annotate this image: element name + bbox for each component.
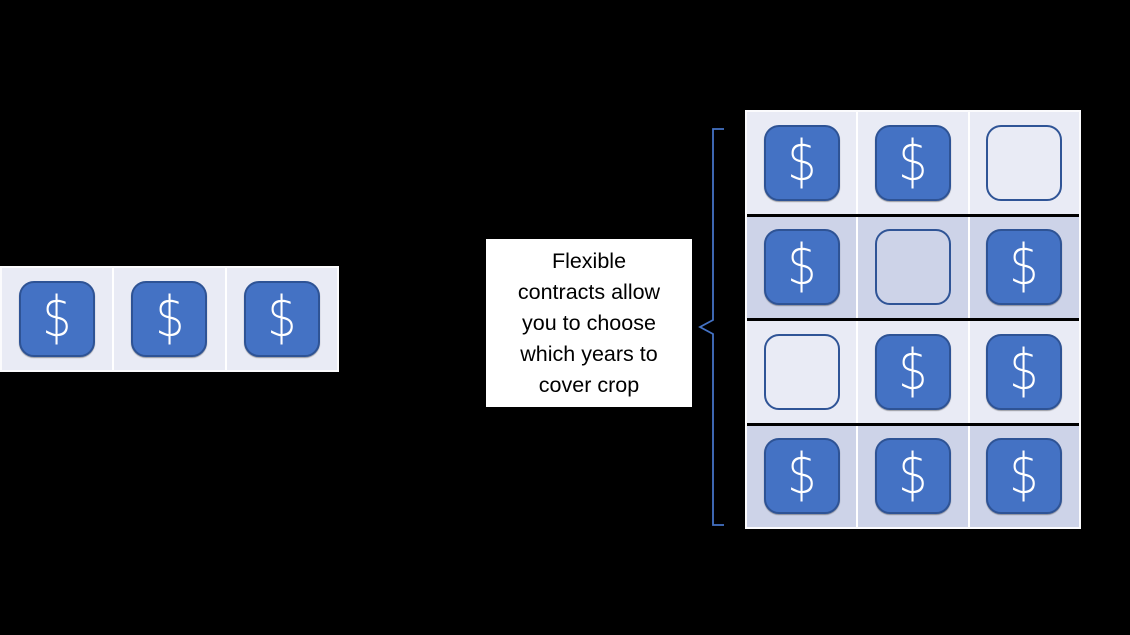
empty-square-icon	[874, 229, 951, 306]
year-cell: $	[227, 268, 337, 370]
year-cell: $	[858, 425, 970, 527]
dollar-square-icon: $	[243, 281, 320, 357]
year-cell	[747, 321, 859, 423]
callout-text: Flexible contracts allow you to choose whic…	[518, 246, 660, 401]
callout-line: contracts allow	[517, 279, 661, 304]
empty-square-icon	[986, 124, 1063, 201]
callout-line: you to choose	[522, 310, 656, 335]
dollar-square-icon: $	[763, 229, 840, 306]
grid-row: $ $ $	[747, 422, 1079, 528]
dollar-sign: $	[267, 285, 297, 350]
dollar-sign: $	[898, 128, 928, 194]
dollar-sign: $	[154, 285, 185, 350]
dollar-square-icon: $	[874, 333, 951, 410]
year-cell: $	[747, 112, 859, 214]
year-cell	[858, 216, 970, 318]
grid-row: $$	[747, 112, 1079, 214]
dollar-sign: $	[787, 442, 817, 508]
callout-line: Flexible	[551, 248, 627, 273]
dollar-sign: $	[1009, 442, 1039, 508]
dollar-square-icon: $	[874, 438, 951, 515]
year-cell: $	[970, 217, 1079, 319]
year-cell	[970, 112, 1079, 214]
dollar-sign: $	[898, 337, 928, 403]
dollar-sign: $	[787, 128, 817, 194]
empty-square-icon	[763, 333, 840, 410]
year-cell: $	[747, 216, 859, 318]
dollar-sign: $	[1009, 337, 1039, 403]
year-cell: $	[747, 425, 859, 527]
year-cell: $	[970, 321, 1079, 423]
callout-box: Flexible contracts allow you to choose whic…	[486, 239, 692, 407]
dollar-square-icon: $	[131, 281, 208, 357]
dollar-sign: $	[787, 233, 817, 299]
callout-line: which years to	[520, 341, 658, 366]
dollar-sign: $	[1009, 233, 1039, 299]
dollar-square-icon: $	[763, 438, 840, 515]
dollar-sign: $	[42, 285, 72, 350]
grid-row: $$	[747, 213, 1079, 319]
year-cell: $	[114, 268, 227, 370]
dollar-sign: $	[898, 442, 928, 508]
dollar-square-icon: $	[986, 438, 1063, 515]
year-cell: $	[970, 426, 1079, 528]
dollar-square-icon: $	[986, 229, 1063, 306]
dollar-square-icon: $	[763, 124, 840, 201]
year-cell: $	[858, 321, 970, 423]
grid-row: $$	[747, 318, 1079, 423]
year-cell: $	[2, 268, 115, 370]
dollar-square-icon: $	[19, 281, 96, 357]
left-brace-icon	[698, 128, 724, 526]
year-cell: $	[858, 112, 970, 214]
dollar-square-icon: $	[986, 333, 1063, 410]
dollar-square-icon: $	[874, 124, 951, 201]
single-year-strip: $ $ $	[0, 266, 339, 372]
callout-line: cover crop	[538, 372, 640, 397]
contract-grid: $$$$$$$$$	[745, 110, 1081, 529]
